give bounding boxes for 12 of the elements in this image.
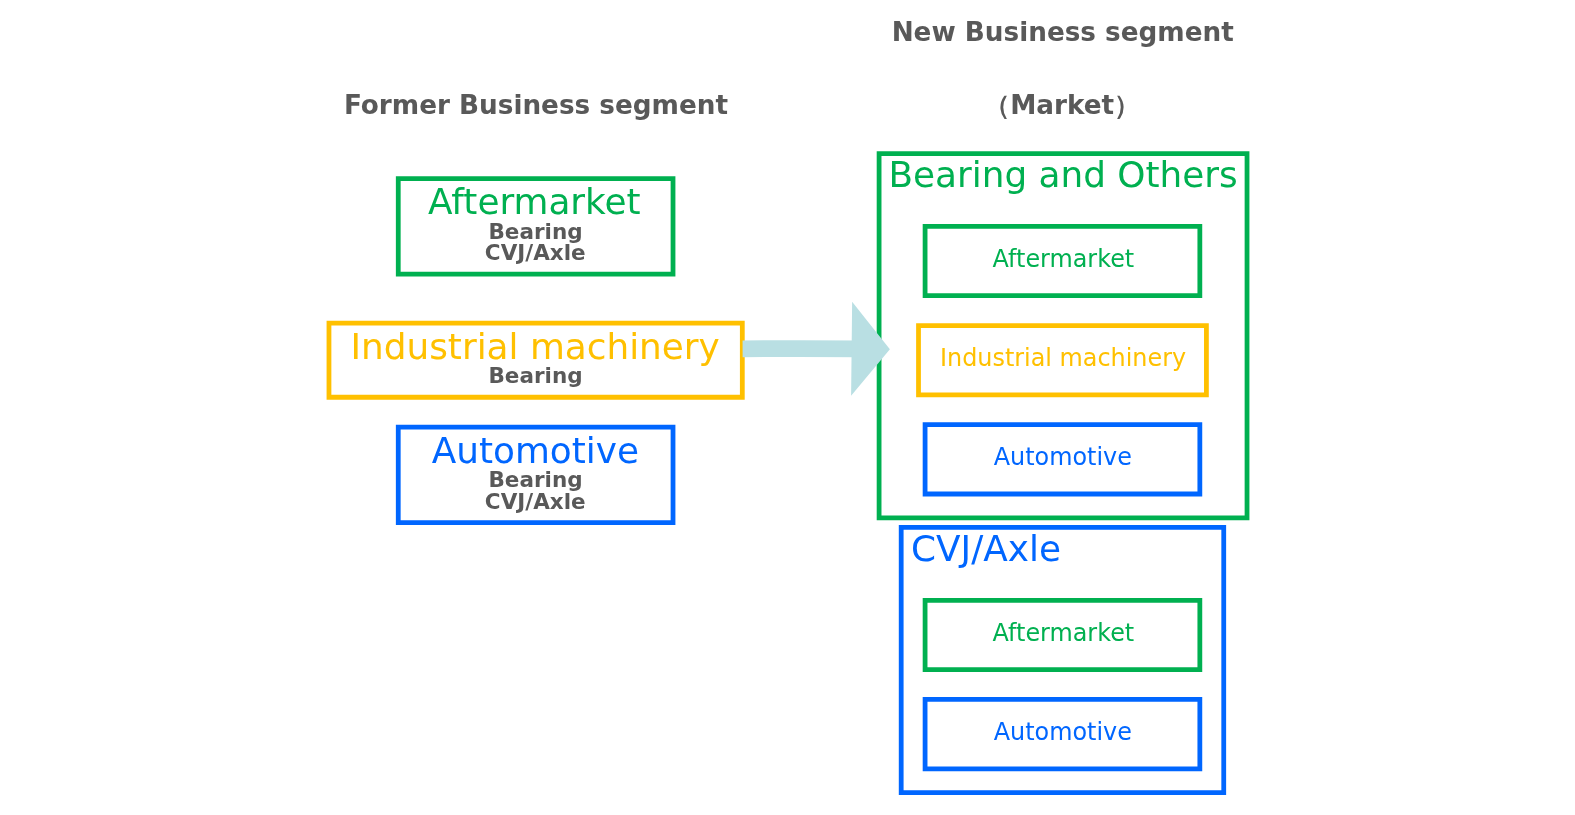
node-box: Aftermarket Bearing CVJ/Axle [395, 175, 675, 277]
node-box: Automotive [922, 421, 1202, 496]
label: New Business segment [891, 16, 1234, 47]
node-box: Automotive [922, 696, 1202, 771]
node-box: Aftermarket [922, 597, 1202, 672]
node-box: Industrial machinery Bearing [326, 320, 745, 400]
arrow [742, 301, 890, 396]
label: （Market） [983, 89, 1140, 120]
node-box: Industrial machinery [915, 322, 1209, 397]
node-box: Aftermarket [922, 223, 1202, 298]
label: Former Business segment [343, 89, 728, 120]
node-box: Automotive Bearing CVJ/Axle [395, 424, 675, 525]
